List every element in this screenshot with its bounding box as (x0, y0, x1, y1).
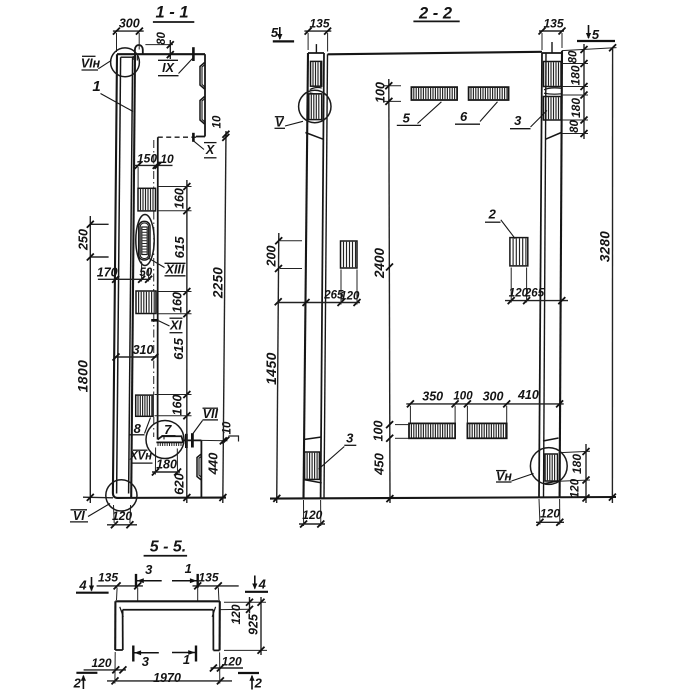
svg-text:150: 150 (137, 152, 157, 166)
svg-text:160: 160 (173, 188, 187, 209)
svg-text:135: 135 (543, 17, 563, 31)
svg-text:10: 10 (212, 115, 224, 128)
svg-text:100: 100 (453, 390, 473, 402)
svg-text:160: 160 (171, 395, 185, 416)
svg-text:160: 160 (171, 292, 185, 313)
svg-text:Vн: Vн (496, 469, 512, 483)
svg-text:265: 265 (323, 290, 344, 302)
svg-text:100: 100 (374, 82, 388, 103)
svg-text:120: 120 (91, 656, 111, 670)
svg-text:50: 50 (139, 267, 152, 279)
svg-text:3: 3 (142, 654, 150, 669)
svg-text:3: 3 (514, 113, 522, 128)
svg-text:5: 5 (271, 25, 279, 40)
svg-text:300: 300 (119, 17, 140, 31)
svg-text:120: 120 (112, 509, 132, 523)
svg-text:5: 5 (403, 110, 411, 125)
svg-text:2: 2 (73, 676, 82, 691)
svg-text:2 - 2: 2 - 2 (418, 5, 452, 23)
svg-text:135: 135 (198, 571, 218, 585)
svg-text:180: 180 (569, 98, 583, 118)
svg-text:410: 410 (517, 388, 539, 402)
svg-text:615: 615 (171, 337, 186, 359)
svg-text:3: 3 (346, 431, 354, 446)
svg-text:2400: 2400 (372, 247, 387, 279)
svg-text:2: 2 (254, 676, 263, 691)
svg-text:120: 120 (340, 291, 360, 303)
svg-text:XVн: XVн (129, 450, 152, 462)
svg-text:2: 2 (488, 206, 497, 221)
svg-text:120: 120 (302, 508, 322, 522)
svg-text:6: 6 (460, 109, 468, 124)
svg-text:440: 440 (206, 452, 221, 475)
svg-text:X: X (205, 143, 215, 157)
svg-text:3: 3 (145, 562, 153, 577)
svg-text:3280: 3280 (598, 231, 613, 262)
svg-text:7: 7 (164, 422, 172, 437)
svg-text:180: 180 (156, 458, 177, 472)
svg-text:8: 8 (134, 421, 142, 436)
svg-text:120: 120 (229, 604, 243, 624)
svg-text:120: 120 (509, 288, 529, 300)
svg-text:135: 135 (98, 571, 118, 585)
svg-text:120: 120 (222, 654, 242, 668)
svg-text:80: 80 (568, 50, 580, 63)
svg-text:200: 200 (265, 246, 279, 268)
svg-text:80: 80 (569, 120, 581, 133)
svg-text:120: 120 (540, 507, 560, 521)
svg-text:4: 4 (258, 577, 267, 592)
svg-text:300: 300 (483, 389, 504, 403)
svg-text:250: 250 (77, 229, 91, 251)
svg-text:450: 450 (371, 452, 386, 475)
svg-text:620: 620 (172, 472, 187, 494)
svg-text:1: 1 (185, 561, 192, 576)
svg-text:IX: IX (162, 61, 174, 75)
svg-text:10: 10 (160, 152, 174, 166)
svg-text:1800: 1800 (75, 360, 91, 393)
svg-text:265: 265 (524, 288, 545, 300)
svg-text:350: 350 (422, 389, 443, 403)
svg-text:310: 310 (133, 343, 154, 357)
svg-text:4: 4 (78, 578, 87, 593)
svg-text:VI: VI (73, 509, 85, 523)
svg-text:VIн: VIн (81, 56, 101, 70)
svg-text:XI: XI (169, 318, 182, 332)
svg-text:135: 135 (309, 17, 329, 31)
svg-text:VII: VII (203, 407, 219, 421)
svg-text:180: 180 (570, 454, 584, 474)
svg-text:615: 615 (172, 236, 187, 258)
svg-text:180: 180 (569, 65, 583, 85)
svg-text:V: V (275, 116, 285, 130)
svg-text:1450: 1450 (263, 352, 279, 385)
svg-text:170: 170 (97, 266, 118, 280)
svg-text:100: 100 (371, 421, 385, 442)
svg-text:1: 1 (183, 652, 190, 667)
svg-text:80: 80 (156, 32, 168, 45)
svg-text:1: 1 (92, 78, 100, 95)
svg-text:120: 120 (570, 478, 582, 498)
svg-text:5: 5 (592, 27, 600, 42)
svg-text:1970: 1970 (153, 671, 181, 685)
svg-text:2250: 2250 (210, 267, 225, 299)
svg-text:XIII: XIII (165, 263, 185, 277)
svg-text:10: 10 (222, 421, 234, 434)
svg-text:5 - 5.: 5 - 5. (150, 539, 186, 556)
svg-text:1 - 1: 1 - 1 (155, 4, 188, 22)
svg-text:925: 925 (247, 613, 261, 635)
